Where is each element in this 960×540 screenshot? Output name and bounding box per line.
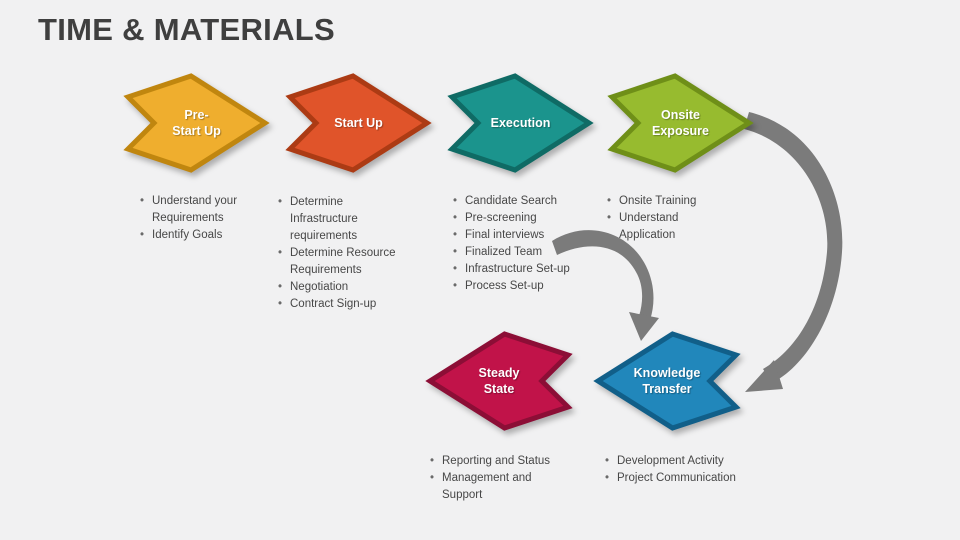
bullet-list-steady-state: Reporting and Status Management and Supp…	[428, 453, 568, 504]
chevron-arrow-shape	[447, 73, 594, 173]
chevron-arrow-shape	[285, 73, 432, 173]
bullet-item: Identify Goals	[138, 227, 250, 244]
bullet-item: Reporting and Status	[428, 453, 568, 470]
bullet-item: Candidate Search	[451, 193, 587, 210]
bullet-item: Onsite Training	[605, 193, 717, 210]
bullet-list-execution: Candidate Search Pre-screening Final int…	[451, 193, 587, 295]
connector-onsite-to-knowledge-transfer	[744, 112, 843, 383]
stage-arrow-start-up	[285, 73, 432, 173]
stage-arrow-pre-start-up	[123, 73, 270, 173]
bullet-item: Contract Sign-up	[276, 296, 406, 313]
bullet-item: Process Set-up	[451, 278, 587, 295]
bullet-item: Management and Support	[428, 470, 568, 504]
chevron-arrow-shape	[425, 331, 573, 431]
bullet-item: Development Activity	[603, 453, 737, 470]
bullet-list-onsite-exposure: Onsite Training Understand Application	[605, 193, 717, 244]
bullet-item: Negotiation	[276, 279, 406, 296]
chevron-arrow-shape	[607, 73, 754, 173]
stage-arrow-knowledge-transfer	[593, 331, 741, 431]
bullet-item: Determine Infrastructure requirements	[276, 194, 406, 245]
bullet-item: Understand your Requirements	[138, 193, 250, 227]
bullet-list-pre-start-up: Understand your Requirements Identify Go…	[138, 193, 250, 244]
stage-arrow-execution	[447, 73, 594, 173]
bullet-item: Final interviews	[451, 227, 587, 244]
bullet-item: Pre-screening	[451, 210, 587, 227]
bullet-item: Determine Resource Requirements	[276, 245, 406, 279]
bullet-item: Finalized Team	[451, 244, 587, 261]
chevron-arrow-shape	[123, 73, 270, 173]
bullet-list-start-up: Determine Infrastructure requirements De…	[276, 194, 406, 313]
stage-arrow-onsite-exposure	[607, 73, 754, 173]
stage-arrow-steady-state	[425, 331, 573, 431]
connector-arrowhead-knowledge-transfer-right	[745, 360, 783, 392]
chevron-arrow-shape	[593, 331, 741, 431]
bullet-list-knowledge-transfer: Development Activity Project Communicati…	[603, 453, 737, 487]
bullet-item: Understand Application	[605, 210, 717, 244]
bullet-item: Project Communication	[603, 470, 737, 487]
bullet-item: Infrastructure Set-up	[451, 261, 587, 278]
page-title: TIME & MATERIALS	[38, 12, 335, 47]
